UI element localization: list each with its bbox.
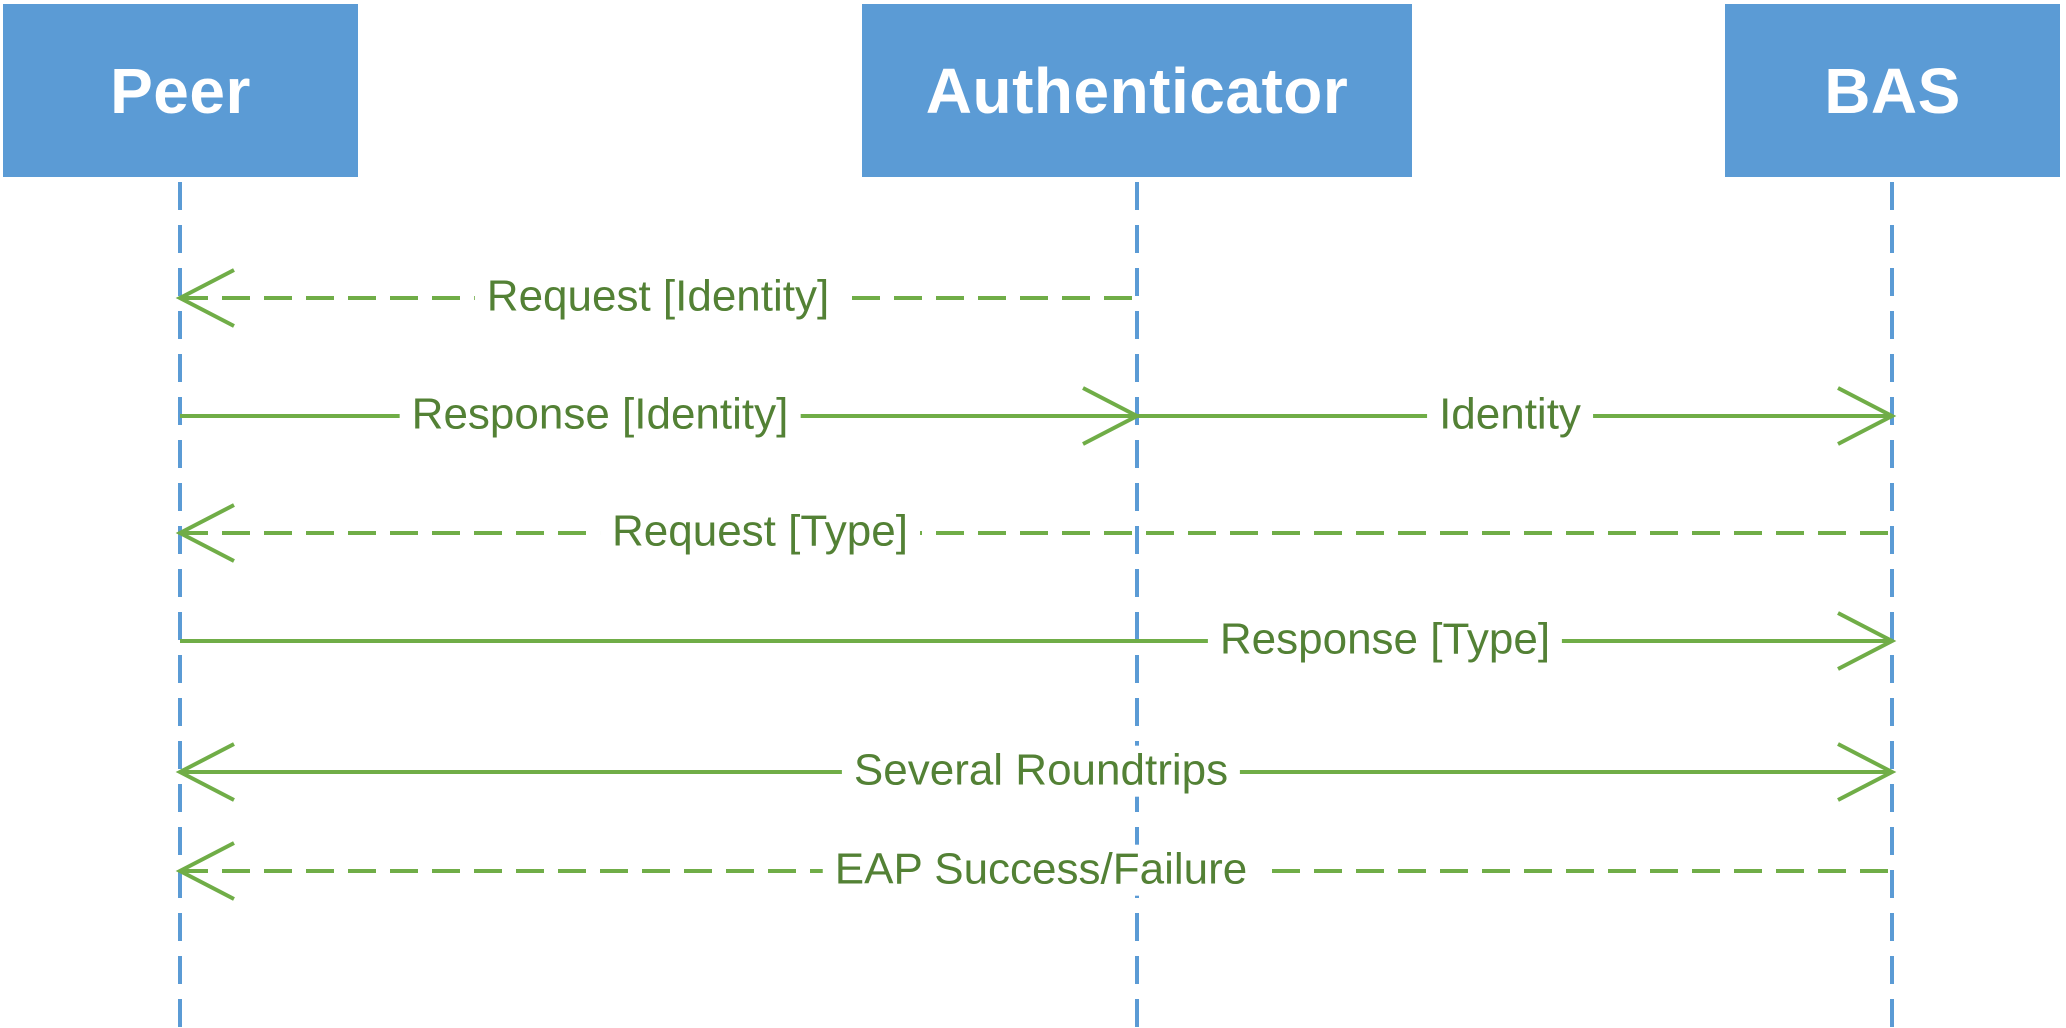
arrowhead-right-several-roundtrips — [1837, 742, 1897, 802]
message-label-identity: Identity — [1427, 389, 1593, 441]
arrowhead-left-request-identity — [175, 268, 235, 328]
message-label-request-type: Request [Type] — [600, 506, 920, 558]
actor-box-peer: Peer — [3, 4, 358, 177]
message-label-response-type: Response [Type] — [1207, 614, 1563, 666]
arrowhead-right-identity — [1837, 386, 1897, 446]
actor-label-peer: Peer — [110, 54, 251, 127]
arrowhead-right-response-type — [1837, 611, 1897, 671]
arrowhead-left-request-type — [175, 503, 235, 563]
message-label-eap-success-failure: EAP Success/Failure — [822, 844, 1260, 896]
actor-box-authenticator: Authenticator — [862, 4, 1412, 177]
actor-label-authenticator: Authenticator — [925, 54, 1349, 127]
message-label-request-identity: Request [Identity] — [474, 271, 842, 323]
arrowhead-left-several-roundtrips — [175, 742, 235, 802]
actor-box-bas: BAS — [1725, 4, 2060, 177]
message-label-several-roundtrips: Several Roundtrips — [841, 745, 1241, 797]
message-label-response-identity: Response [Identity] — [399, 389, 801, 441]
arrowhead-left-eap-success-failure — [175, 841, 235, 901]
actor-label-bas: BAS — [1824, 54, 1961, 127]
